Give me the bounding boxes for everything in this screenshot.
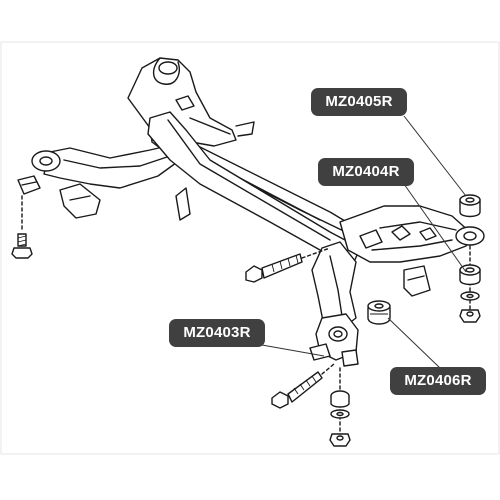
leader-mz0404r — [403, 183, 467, 273]
leader-lines — [261, 115, 467, 369]
center-horizontal-bolt — [245, 247, 331, 283]
part-label-mz0405r: MZ0405R — [311, 88, 407, 116]
leader-mz0406r — [387, 317, 441, 369]
front-diagonal-bolt — [271, 363, 335, 409]
leader-mz0403r — [261, 344, 325, 357]
part-label-mz0404r: MZ0404R — [318, 158, 414, 186]
part-label-mz0406r: MZ0406R — [390, 367, 486, 395]
bushing-mz0406r — [367, 300, 391, 325]
leader-mz0405r — [403, 115, 467, 197]
left-vertical-bolt — [11, 195, 33, 259]
part-label-mz0403r: MZ0403R — [169, 319, 265, 347]
right-bushing-stack — [455, 194, 485, 323]
diagram-frame — [0, 41, 500, 455]
subframe — [17, 57, 471, 367]
front-bushing-stack — [329, 367, 351, 447]
